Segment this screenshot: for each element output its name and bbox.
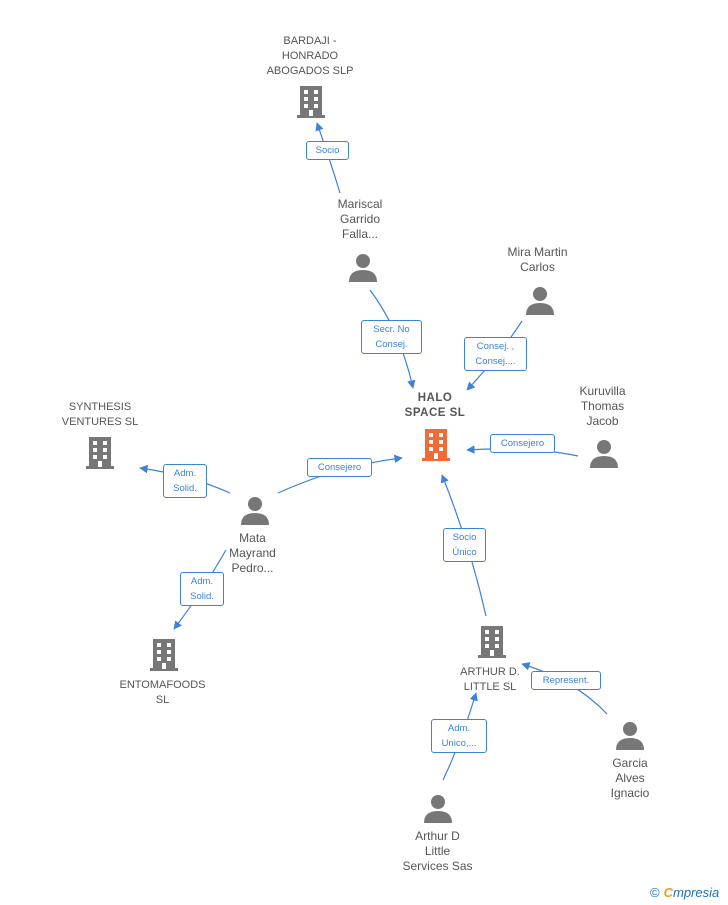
edge-label-consejero-mata: Consejero xyxy=(307,458,372,477)
edge-label-adm-unico: Adm. Unico,... xyxy=(431,719,487,753)
person-icon[interactable] xyxy=(525,285,555,315)
edge-label-secr-no-consej: Secr. No Consej. xyxy=(361,320,422,354)
building-icon[interactable] xyxy=(420,427,452,461)
building-icon[interactable] xyxy=(84,435,116,469)
edge-label-socio: Socio xyxy=(306,141,349,160)
node-label-synthesis[interactable]: SYNTHESIS VENTURES SL xyxy=(61,401,139,428)
edge-label-consejero-kuruvilla: Consejero xyxy=(490,434,555,453)
person-icon[interactable] xyxy=(423,793,453,823)
node-label-arthur-sas[interactable]: Arthur D Little Services Sas xyxy=(402,829,473,873)
building-icon[interactable] xyxy=(476,624,508,658)
edge-label-consej: Consej. , Consej.... xyxy=(464,337,527,371)
node-label-arthur-sl[interactable]: ARTHUR D. LITTLE SL xyxy=(460,666,520,693)
edge-label-represent: Represent. xyxy=(531,671,601,690)
building-icon[interactable] xyxy=(295,84,327,118)
edge-label-adm-solid-synthesis: Adm. Solid. xyxy=(163,464,207,498)
node-label-kuruvilla[interactable]: Kuruvilla Thomas Jacob xyxy=(579,384,626,428)
node-label-mariscal[interactable]: Mariscal Garrido Falla... xyxy=(337,197,383,241)
edge-label-socio-unico: Socio Único xyxy=(443,528,486,562)
edge-label-adm-solid-entomafoods: Adm. Solid. xyxy=(180,572,224,606)
brand-name: mpresia xyxy=(672,885,720,900)
person-icon[interactable] xyxy=(589,438,619,468)
person-icon[interactable] xyxy=(348,252,378,282)
building-icon[interactable] xyxy=(148,637,180,671)
node-label-mira[interactable]: Mira Martin Carlos xyxy=(507,245,568,274)
person-icon[interactable] xyxy=(615,720,645,750)
copyright-icon: © xyxy=(650,885,660,900)
person-icon[interactable] xyxy=(240,495,270,525)
node-label-bardaji[interactable]: BARDAJI - HONRADO ABOGADOS SLP xyxy=(266,35,354,77)
node-label-halo[interactable]: HALO SPACE SL xyxy=(404,392,466,419)
node-label-garcia[interactable]: Garcia Alves Ignacio xyxy=(610,756,650,800)
brand-initial: C xyxy=(663,885,673,900)
node-label-mata[interactable]: Mata Mayrand Pedro... xyxy=(229,531,276,575)
node-label-entomafoods[interactable]: ENTOMAFOODS SL xyxy=(119,679,206,706)
empresia-logo: ©Cmpresia xyxy=(650,885,719,900)
